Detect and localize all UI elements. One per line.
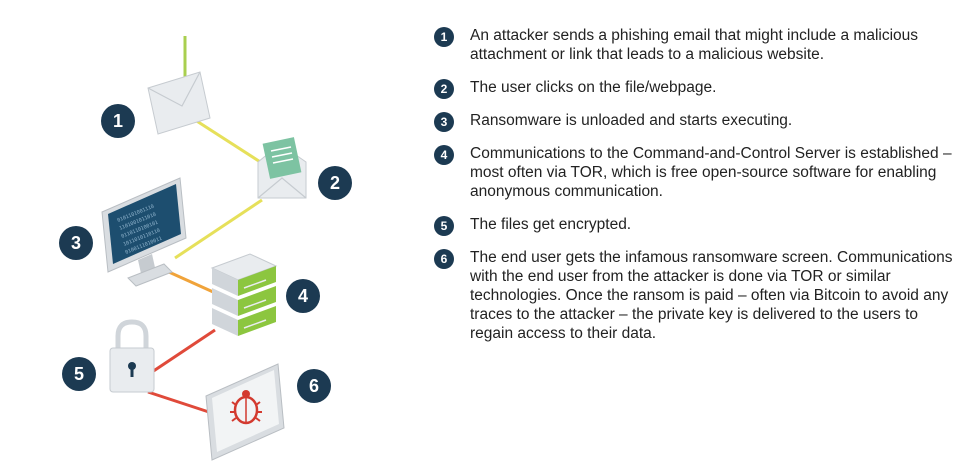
open-envelope-icon: [257, 137, 307, 199]
step-list: 1 An attacker sends a phishing email tha…: [432, 26, 962, 357]
monitor-bug-icon: [205, 363, 285, 461]
connector-2-3: [174, 198, 263, 260]
monitor-binary-icon: 0101101001110 1101001011010 011011010010…: [101, 177, 187, 287]
step-text: An attacker sends a phishing email that …: [470, 27, 919, 63]
marker-2: 2: [318, 166, 352, 200]
step-item-3: 3 Ransomware is unloaded and starts exec…: [432, 111, 962, 132]
step-item-1: 1 An attacker sends a phishing email tha…: [432, 26, 962, 64]
connector-4-5: [151, 328, 216, 374]
step-badge: 3: [434, 112, 454, 132]
step-item-4: 4 Communications to the Command-and-Cont…: [432, 144, 962, 201]
step-text: The user clicks on the file/webpage.: [470, 79, 717, 96]
step-badge: 5: [434, 216, 454, 236]
step-badge: 6: [434, 249, 454, 269]
step-text: The end user gets the infamous ransomwar…: [470, 249, 953, 342]
step-badge: 2: [434, 79, 454, 99]
marker-1: 1: [101, 104, 135, 138]
step-item-5: 5 The files get encrypted.: [432, 215, 962, 236]
envelope-icon: [147, 71, 211, 135]
step-badge: 4: [434, 145, 454, 165]
step-text: Communications to the Command-and-Contro…: [470, 145, 952, 200]
marker-5: 5: [62, 357, 96, 391]
connector-5-6: [147, 390, 219, 417]
marker-6: 6: [297, 369, 331, 403]
connector-1-2: [191, 116, 266, 167]
step-item-6: 6 The end user gets the infamous ransomw…: [432, 248, 962, 343]
step-badge: 1: [434, 27, 454, 47]
attack-flow-illustration: 0101101001110 1101001011010 011011010010…: [101, 36, 307, 461]
step-text: The files get encrypted.: [470, 216, 632, 233]
marker-3: 3: [59, 226, 93, 260]
marker-4: 4: [286, 279, 320, 313]
step-item-2: 2 The user clicks on the file/webpage.: [432, 78, 962, 99]
server-stack-icon: [210, 253, 278, 336]
padlock-icon: [109, 319, 155, 393]
step-text: Ransomware is unloaded and starts execut…: [470, 112, 793, 129]
